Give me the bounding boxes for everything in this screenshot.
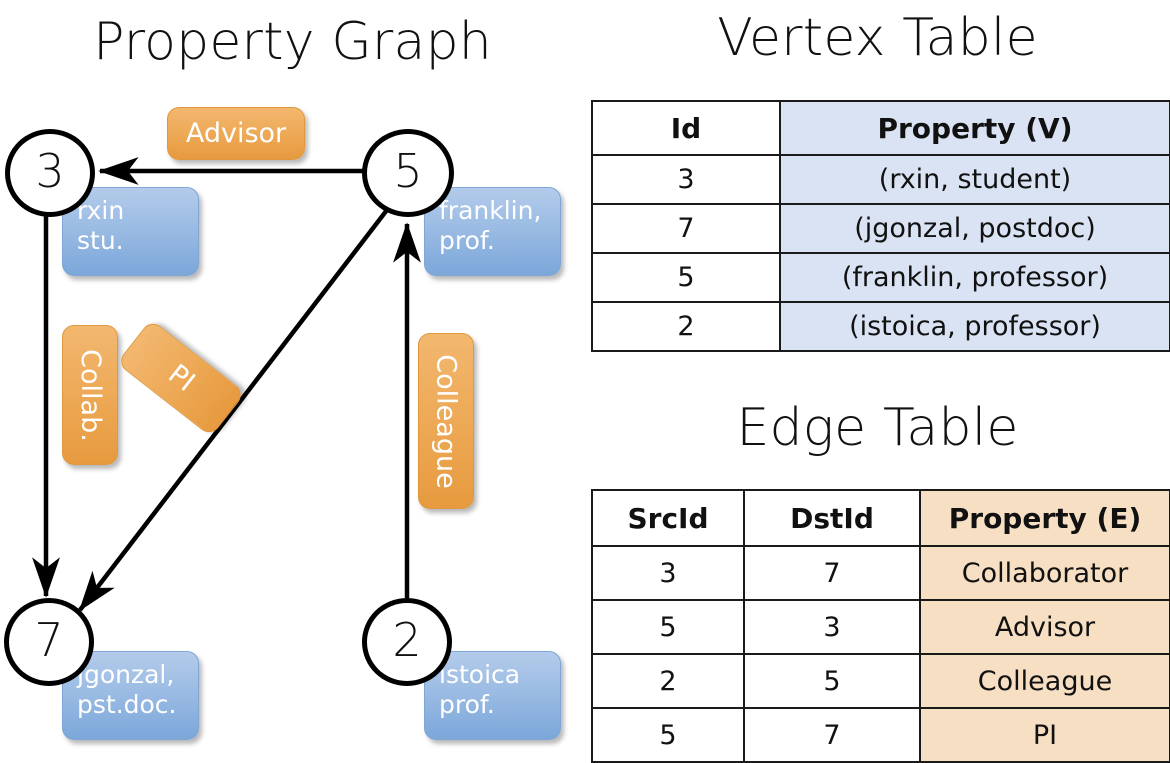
edge-table: SrcId DstId Property (E) 3 7 Collaborato… xyxy=(591,489,1170,763)
vertex-table-header-property: Property (V) xyxy=(779,100,1170,156)
node-property-box-franklin: franklin, prof. xyxy=(424,187,561,276)
vertex-cell-id: 7 xyxy=(591,203,781,254)
edge-cell-property: Colleague xyxy=(919,653,1170,709)
page-title-vertex-table: Vertex Table xyxy=(717,8,1038,68)
edge-cell-property: Collaborator xyxy=(919,545,1170,601)
edge-5-to-7 xyxy=(78,204,392,612)
edge-table-header-srcid: SrcId xyxy=(591,489,745,547)
table-row: 7 (jgonzal, postdoc) xyxy=(591,203,1170,254)
edge-label-collab: Collab. xyxy=(62,325,118,465)
node-property-rxin-line2: stu. xyxy=(77,225,124,255)
node-property-istoica-line2: prof. xyxy=(439,689,495,719)
vertex-cell-id: 3 xyxy=(591,154,781,205)
graph-node-7-label: 7 xyxy=(34,613,64,667)
vertex-cell-id: 2 xyxy=(591,301,781,352)
edge-cell-dstid: 7 xyxy=(743,707,921,763)
edge-label-collab-text: Collab. xyxy=(74,348,106,442)
graph-node-5: 5 xyxy=(362,129,454,217)
edge-table-header-row: SrcId DstId Property (E) xyxy=(591,489,1170,547)
edge-cell-property: Advisor xyxy=(919,599,1170,655)
table-row: 5 (franklin, professor) xyxy=(591,252,1170,303)
edge-cell-srcid: 2 xyxy=(591,653,745,709)
edge-table-header-dstid: DstId xyxy=(743,489,921,547)
node-property-franklin-line1: franklin, xyxy=(439,196,542,225)
node-property-jgonzal-line2: pst.doc. xyxy=(77,689,177,719)
edge-table-header-property: Property (E) xyxy=(919,489,1170,547)
graph-node-7: 7 xyxy=(4,598,94,686)
edge-cell-property: PI xyxy=(919,707,1170,763)
vertex-table: Id Property (V) 3 (rxin, student) 7 (jgo… xyxy=(591,100,1170,352)
graph-node-3: 3 xyxy=(5,129,95,217)
graph-node-2: 2 xyxy=(362,598,452,686)
vertex-cell-property: (istoica, professor) xyxy=(779,301,1170,352)
graph-edges-layer xyxy=(32,157,421,612)
vertex-cell-property: (jgonzal, postdoc) xyxy=(779,203,1170,254)
vertex-table-header-row: Id Property (V) xyxy=(591,100,1170,156)
graph-node-2-label: 2 xyxy=(392,613,422,667)
page-title-property-graph: Property Graph xyxy=(93,12,492,72)
table-row: 3 7 Collaborator xyxy=(591,545,1170,601)
table-row: 5 3 Advisor xyxy=(591,599,1170,655)
vertex-table-header-id: Id xyxy=(591,100,781,156)
node-property-franklin-line2: prof. xyxy=(439,225,495,255)
node-property-jgonzal-line1: jgonzal, xyxy=(77,660,175,689)
edge-label-colleague-text: Colleague xyxy=(430,353,462,489)
edge-cell-dstid: 3 xyxy=(743,599,921,655)
node-property-istoica-line1: istoica xyxy=(439,660,521,689)
table-row: 2 5 Colleague xyxy=(591,653,1170,709)
table-row: 2 (istoica, professor) xyxy=(591,301,1170,352)
graph-node-5-label: 5 xyxy=(393,144,423,198)
node-property-rxin-line1: rxin xyxy=(77,196,125,225)
edge-cell-dstid: 5 xyxy=(743,653,921,709)
edge-cell-srcid: 5 xyxy=(591,599,745,655)
vertex-cell-property: (franklin, professor) xyxy=(779,252,1170,303)
edge-cell-srcid: 3 xyxy=(591,545,745,601)
edge-label-advisor-text: Advisor xyxy=(185,118,287,149)
page-title-edge-table: Edge Table xyxy=(736,398,1019,458)
table-row: 5 7 PI xyxy=(591,707,1170,763)
vertex-cell-property: (rxin, student) xyxy=(779,154,1170,205)
edge-cell-dstid: 7 xyxy=(743,545,921,601)
node-property-box-istoica: istoica prof. xyxy=(424,651,561,740)
graph-node-3-label: 3 xyxy=(35,144,65,198)
edge-label-advisor: Advisor xyxy=(167,107,305,160)
vertex-cell-id: 5 xyxy=(591,252,781,303)
node-property-box-rxin: rxin stu. xyxy=(62,187,199,276)
edge-label-colleague: Colleague xyxy=(418,333,474,509)
edge-cell-srcid: 5 xyxy=(591,707,745,763)
table-row: 3 (rxin, student) xyxy=(591,154,1170,205)
edge-label-pi-text: PI xyxy=(161,358,201,398)
